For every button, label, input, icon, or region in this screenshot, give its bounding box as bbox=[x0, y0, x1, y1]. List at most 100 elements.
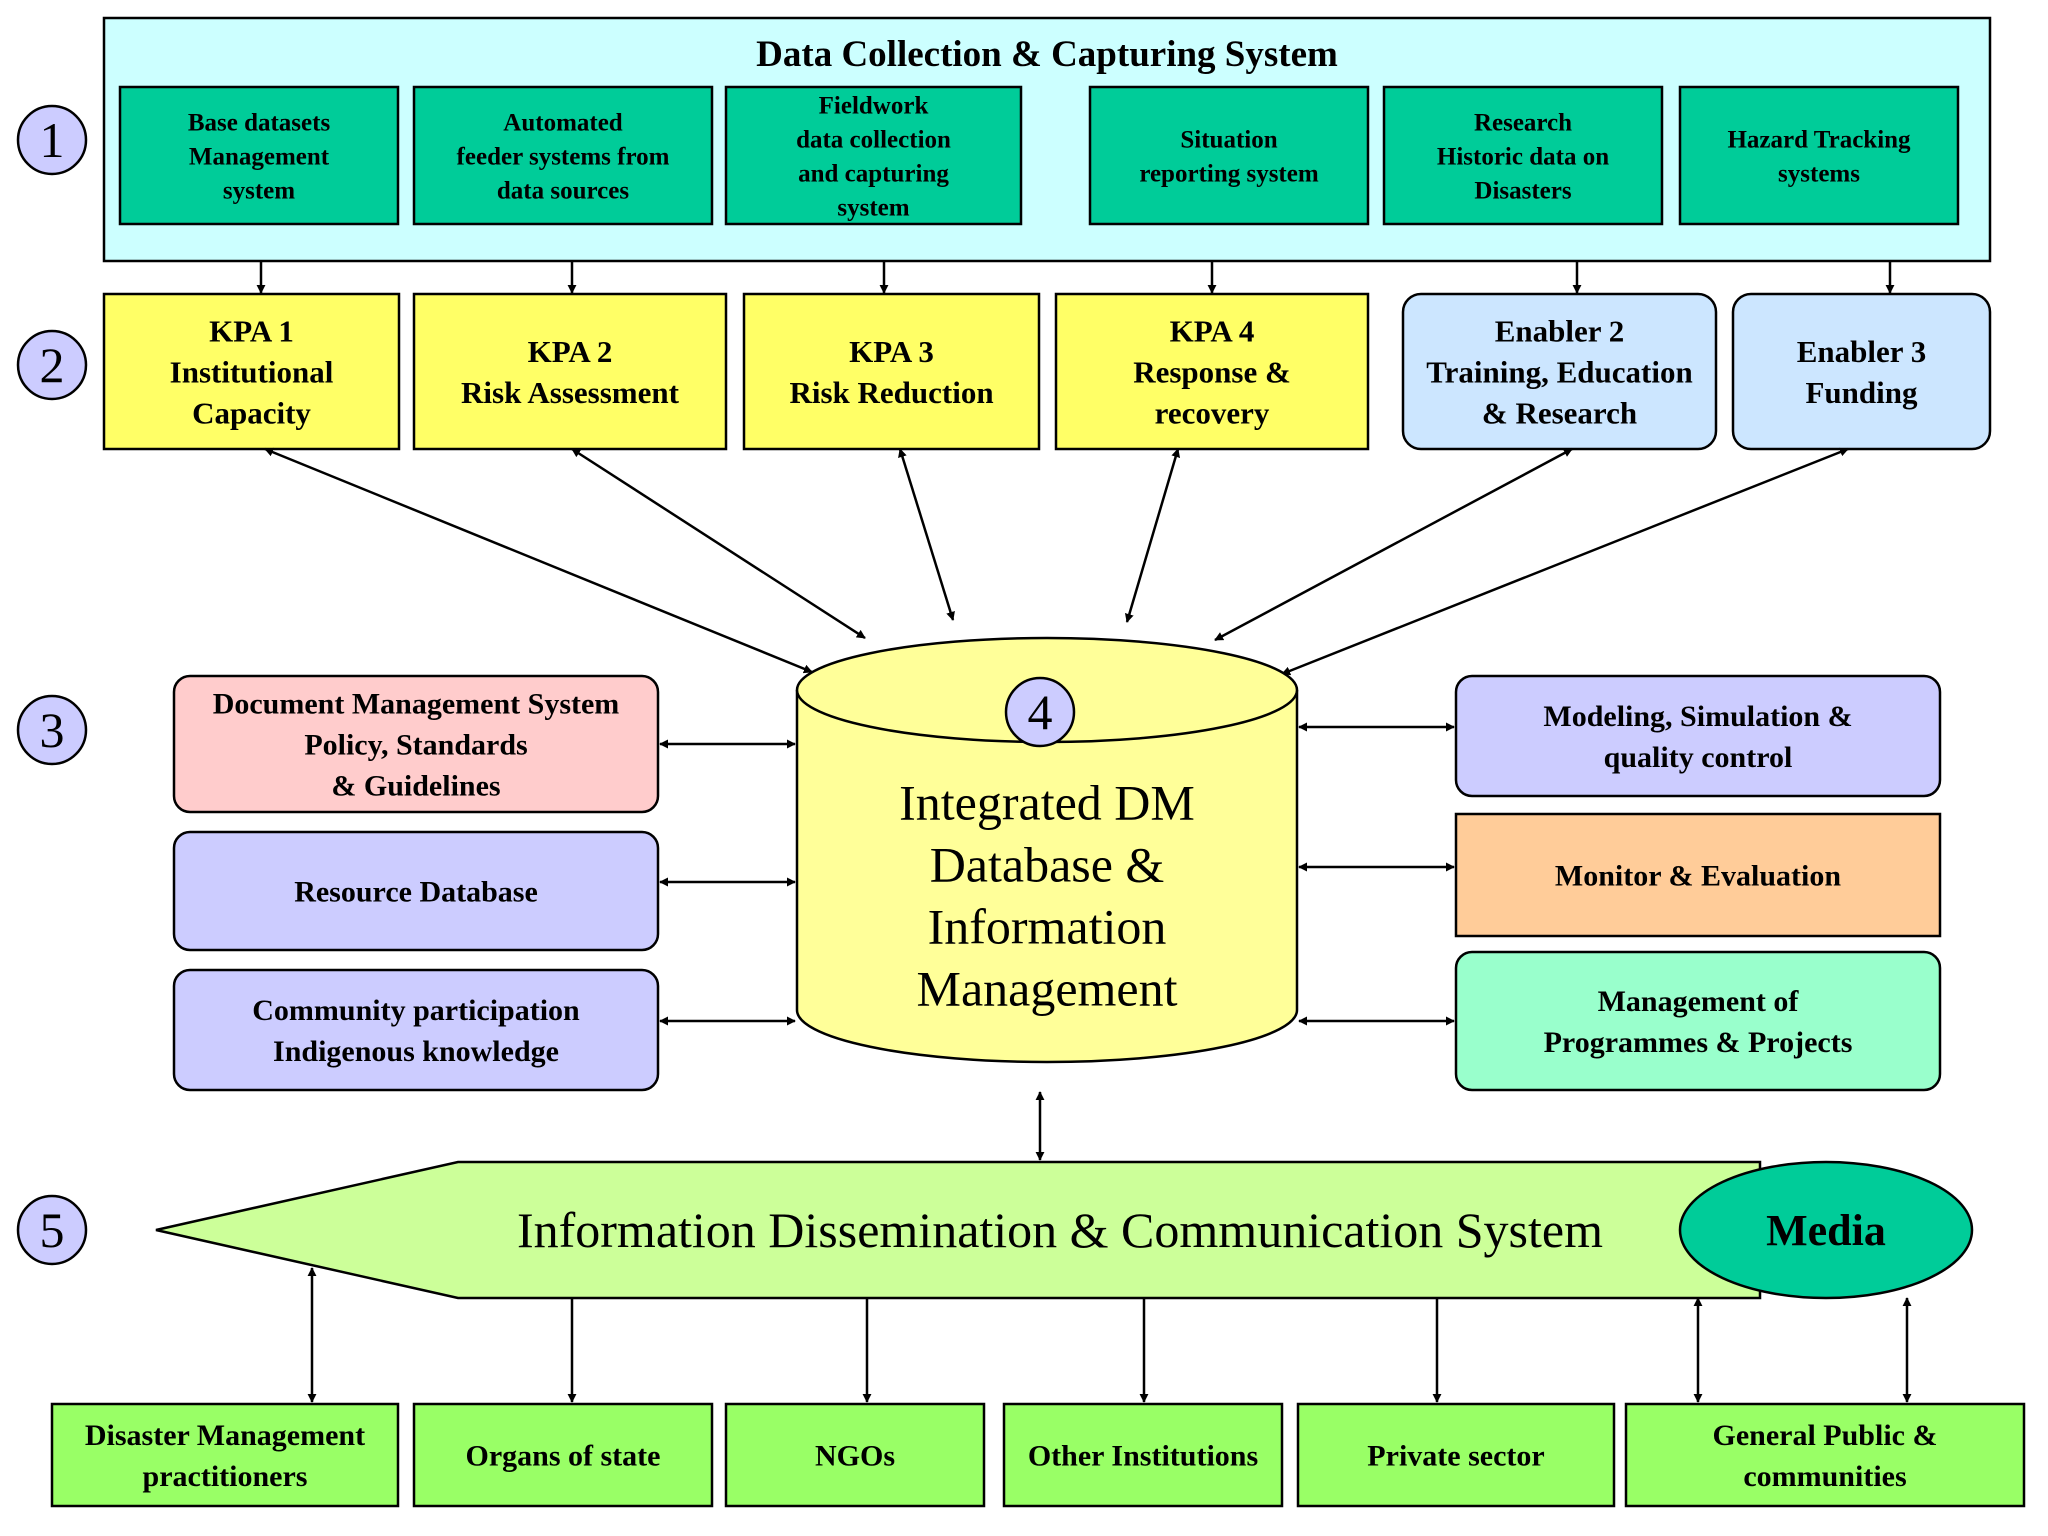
kpa-box-1-text-line: Capacity bbox=[192, 395, 311, 430]
data-source-box-5-text-line: Historic data on bbox=[1437, 143, 1609, 170]
right-module-1-text-line: Modeling, Simulation & bbox=[1543, 700, 1852, 733]
kpa-box-4-text-line: recovery bbox=[1155, 395, 1270, 430]
data-source-box-6-text-line: systems bbox=[1778, 160, 1860, 187]
data-source-box-2-text-line: Automated bbox=[503, 109, 623, 136]
left-module-3-rect bbox=[172, 968, 660, 1092]
data-source-box-1-text-line: Management bbox=[189, 143, 330, 170]
kpa-box-4-text-line: Response & bbox=[1133, 354, 1291, 389]
dissemination-label: Information Dissemination & Communicatio… bbox=[517, 1202, 1603, 1258]
right-module-1-text-line: quality control bbox=[1604, 741, 1793, 774]
data-source-box-1-text-line: system bbox=[223, 177, 295, 204]
data-source-box-3-text-line: and capturing bbox=[798, 160, 949, 187]
left-module-3-text-line: Community participation bbox=[252, 994, 580, 1027]
enabler-box-2-text-line: Training, Education bbox=[1426, 354, 1692, 389]
right-module-1: Modeling, Simulation & quality control bbox=[1454, 674, 1942, 798]
right-module-3-rect bbox=[1454, 950, 1942, 1092]
left-module-2: Resource Database bbox=[172, 830, 660, 952]
step-number: 3 bbox=[40, 702, 65, 758]
kpa-box-4-text-line: KPA 4 bbox=[1170, 313, 1255, 348]
right-module-2-rect bbox=[1454, 812, 1942, 938]
stakeholder-box-6-text-line: communities bbox=[1743, 1460, 1906, 1493]
stakeholder-box-6-text-line: General Public & bbox=[1713, 1419, 1938, 1452]
kpa-box-1-text-line: KPA 1 bbox=[209, 313, 294, 348]
kpa-box-3-text-line: KPA 3 bbox=[849, 334, 934, 369]
arrow-kpa-db-3 bbox=[898, 448, 955, 621]
data-source-box-5-text-line: Disasters bbox=[1474, 177, 1571, 204]
data-source-box-6-rect bbox=[1678, 85, 1960, 226]
data-source-box-2-rect bbox=[412, 85, 714, 226]
step-number: 5 bbox=[40, 1202, 65, 1258]
data-source-box-3-rect bbox=[724, 85, 1023, 226]
database-label-line: Information bbox=[928, 899, 1167, 955]
kpa-box-2: KPA 2 Risk Assessment bbox=[412, 292, 728, 451]
enabler-box-3: Enabler 3 Funding bbox=[1731, 292, 1992, 451]
data-source-box-5-rect bbox=[1382, 85, 1664, 226]
step-number: 1 bbox=[40, 112, 65, 168]
stakeholder-box-1-text-line: Disaster Management bbox=[85, 1419, 365, 1452]
kpa-box-2-rect bbox=[412, 292, 728, 451]
stakeholder-box-1: Disaster Management practitioners bbox=[50, 1402, 400, 1508]
stakeholder-box-4: Other Institutions bbox=[1002, 1402, 1284, 1508]
right-module-1-rect bbox=[1454, 674, 1942, 798]
stakeholder-box-1-rect bbox=[50, 1402, 400, 1508]
left-module-2-rect bbox=[172, 830, 660, 952]
stakeholder-box-6: General Public & communities bbox=[1624, 1402, 2026, 1508]
stakeholder-box-1-text-line: practitioners bbox=[143, 1460, 308, 1493]
data-source-box-3-text-line: system bbox=[837, 194, 909, 221]
database-cylinder bbox=[795, 690, 1299, 1064]
right-module-2: Monitor & Evaluation bbox=[1454, 812, 1942, 938]
step-circle-4: 4 bbox=[1004, 676, 1076, 748]
enabler-box-3-text-line: Enabler 3 bbox=[1797, 334, 1926, 369]
left-module-1-text-line: Document Management System bbox=[213, 688, 620, 721]
stakeholder-box-3-rect bbox=[724, 1402, 986, 1508]
step-circle-3: 3 bbox=[16, 694, 88, 766]
enabler-box-2-text-line: & Research bbox=[1482, 395, 1637, 430]
kpa-box-2-text-line: Risk Assessment bbox=[461, 375, 680, 410]
arrow-kpa-db-6 bbox=[1281, 447, 1849, 676]
data-source-box-6-text-line: Hazard Tracking bbox=[1727, 126, 1911, 153]
left-module-3-text-line: Indigenous knowledge bbox=[273, 1035, 559, 1068]
data-source-box-3-text-line: Fieldwork bbox=[819, 92, 929, 119]
enabler-box-3-rect bbox=[1731, 292, 1992, 451]
step-circle-1: 1 bbox=[16, 104, 88, 176]
kpa-box-2-text-line: KPA 2 bbox=[528, 334, 613, 369]
data-source-box-2-text-line: data sources bbox=[497, 177, 629, 204]
database-label-line: Database & bbox=[930, 837, 1165, 893]
stakeholder-box-4-rect bbox=[1002, 1402, 1284, 1508]
step-number: 4 bbox=[1028, 684, 1053, 740]
left-module-2-text-line: Resource Database bbox=[294, 876, 538, 909]
right-module-3-text-line: Management of bbox=[1598, 985, 1800, 1018]
stakeholder-box-5: Private sector bbox=[1296, 1402, 1616, 1508]
arrow-kpa-db-5 bbox=[1214, 447, 1573, 642]
kpa-box-1-text-line: Institutional bbox=[170, 354, 334, 389]
data-source-box-4-text-line: Situation bbox=[1180, 126, 1277, 153]
database-label-line: Management bbox=[916, 961, 1177, 1017]
data-source-box-3-text-line: data collection bbox=[796, 126, 951, 153]
enabler-box-3-text-line: Funding bbox=[1805, 375, 1918, 410]
enabler-box-2: Enabler 2 Training, Education & Research bbox=[1401, 292, 1718, 451]
database-label-line: Integrated DM bbox=[899, 775, 1195, 831]
media-ellipse bbox=[1678, 1160, 1974, 1300]
data-source-box-5-text-line: Research bbox=[1474, 109, 1572, 136]
data-source-box-1-text-line: Base datasets bbox=[188, 109, 331, 136]
stakeholder-box-4-text-line: Other Institutions bbox=[1028, 1440, 1258, 1473]
data-source-box-3: Fieldwork data collection and capturing sys… bbox=[724, 85, 1023, 226]
step-number: 2 bbox=[40, 337, 65, 393]
step-circle-5: 5 bbox=[16, 1194, 88, 1266]
arrow-kpa-db-1 bbox=[264, 447, 813, 674]
data-source-box-1-rect bbox=[118, 85, 400, 226]
arrow-kpa-db-4 bbox=[1124, 448, 1181, 623]
data-source-box-4-rect bbox=[1088, 85, 1370, 226]
enabler-box-2-text-line: Enabler 2 bbox=[1495, 313, 1624, 348]
right-module-2-text-line: Monitor & Evaluation bbox=[1555, 860, 1841, 893]
stakeholder-box-5-rect bbox=[1296, 1402, 1616, 1508]
data-source-box-2-text-line: feeder systems from bbox=[457, 143, 670, 170]
